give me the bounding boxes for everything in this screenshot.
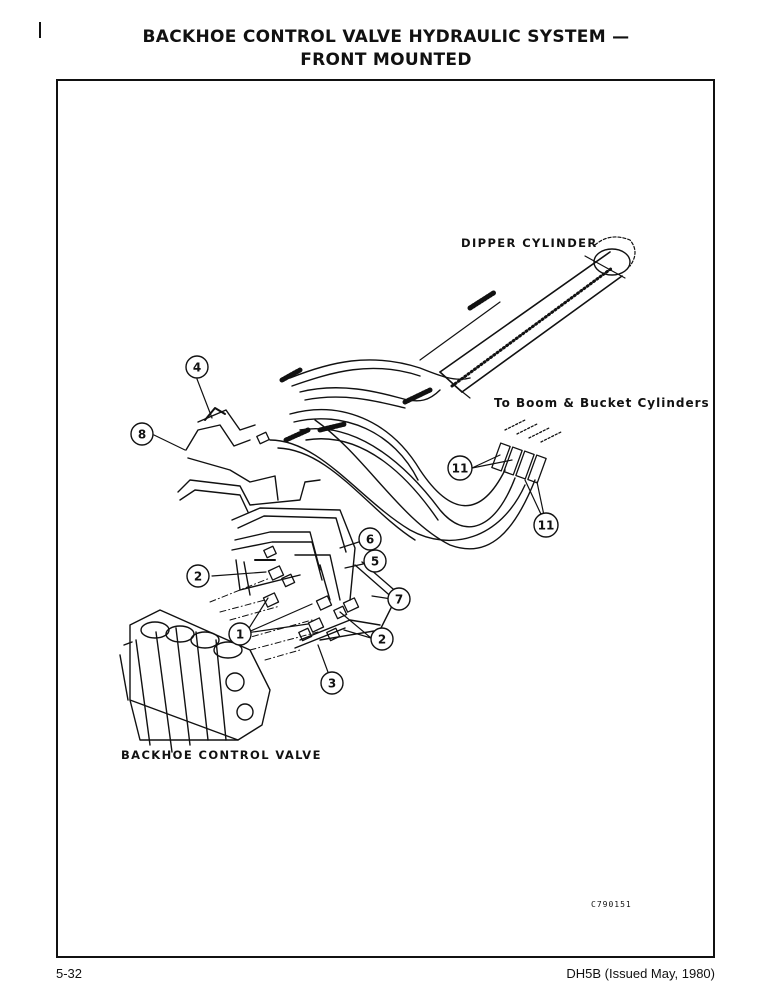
callout-2-left: 2 — [186, 564, 210, 588]
label-boom-bucket-cylinders: To Boom & Bucket Cylinders — [494, 396, 710, 410]
backhoe-control-valve — [119, 609, 271, 753]
svg-text:2: 2 — [378, 633, 386, 647]
svg-text:5: 5 — [371, 555, 379, 569]
label-backhoe-control-valve: BACKHOE CONTROL VALVE — [121, 748, 322, 762]
callout-4: 4 — [185, 355, 209, 379]
svg-text:11: 11 — [538, 519, 555, 533]
tube-fittings — [256, 431, 360, 642]
dipper-cylinder — [419, 236, 636, 399]
page-title: BACKHOE CONTROL VALVE HYDRAULIC SYSTEM — — [142, 27, 630, 47]
figure-frame — [56, 79, 715, 958]
callout-7: 6 — [358, 527, 382, 551]
svg-text:4: 4 — [193, 361, 201, 375]
boom-bucket-hoses — [269, 408, 536, 550]
callout-5: 5 — [363, 549, 387, 573]
drawing-code: C790151 — [591, 900, 632, 909]
document-info: DH5B (Issued May, 1980) — [566, 966, 715, 981]
callout-8: 8 — [130, 422, 154, 446]
dipper-hoses — [279, 359, 471, 409]
callout-3: 3 — [320, 671, 344, 695]
svg-text:11: 11 — [452, 462, 469, 476]
svg-text:1: 1 — [236, 628, 244, 642]
svg-text:6: 6 — [366, 533, 374, 547]
callout-2-right: 2 — [370, 627, 394, 651]
page-number: 5-32 — [56, 966, 83, 981]
hose-end-fittings — [491, 419, 562, 484]
page-subtitle: FRONT MOUNTED — [300, 50, 472, 70]
callout-1: 1 — [228, 622, 252, 646]
callout-11-lower: 11 — [533, 512, 559, 538]
svg-text:8: 8 — [138, 428, 146, 442]
callout-leaders — [153, 378, 547, 684]
svg-text:3: 3 — [328, 677, 336, 691]
flow-connection-lines — [209, 577, 319, 661]
label-dipper-cylinder: DIPPER CYLINDER — [461, 236, 598, 250]
svg-text:2: 2 — [194, 570, 202, 584]
svg-text:7: 7 — [395, 593, 403, 607]
revision-change-bar — [39, 22, 41, 38]
callout-6: 7 — [387, 587, 411, 611]
callout-11-upper: 11 — [447, 455, 473, 481]
